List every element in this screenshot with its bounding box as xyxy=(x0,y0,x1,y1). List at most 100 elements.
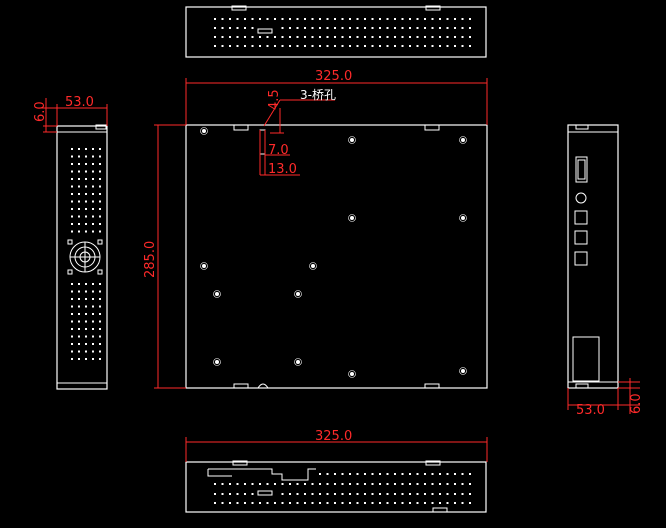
top-panel-tab xyxy=(231,5,247,11)
dimension-lines xyxy=(38,78,640,462)
vent-hole xyxy=(229,502,231,504)
vent-hole xyxy=(289,45,291,47)
vent-hole xyxy=(296,27,299,29)
mounting-hole-ring xyxy=(200,127,208,135)
vent-hole xyxy=(461,45,464,47)
vent-hole xyxy=(439,493,441,495)
main-outline xyxy=(185,124,488,389)
vent-hole xyxy=(409,502,411,504)
bridge-hole-callout: 3-桥孔 xyxy=(300,88,336,102)
vent-hole xyxy=(334,483,336,485)
vent-hole xyxy=(341,27,344,29)
vent-hole xyxy=(85,200,87,203)
vent-hole xyxy=(296,45,299,47)
vent-hole xyxy=(341,45,344,47)
vent-hole xyxy=(244,483,246,485)
vent-hole xyxy=(461,483,464,485)
vent-hole xyxy=(304,483,306,485)
vent-hole xyxy=(236,36,239,38)
vent-hole xyxy=(78,200,80,203)
vent-hole xyxy=(214,493,216,495)
vent-hole xyxy=(92,290,94,293)
vent-hole xyxy=(78,313,80,315)
vent-hole xyxy=(326,45,329,47)
vent-hole xyxy=(356,502,359,504)
left-side-vent-holes xyxy=(71,148,101,360)
vent-hole xyxy=(394,45,396,47)
vent-hole xyxy=(356,45,359,47)
vent-hole xyxy=(461,18,464,20)
vent-hole xyxy=(326,483,329,485)
vent-hole xyxy=(349,27,351,29)
vent-hole xyxy=(85,320,87,323)
vent-hole xyxy=(78,350,80,353)
vent-hole xyxy=(229,18,231,20)
vent-hole xyxy=(386,18,389,20)
vent-hole xyxy=(99,230,101,233)
vent-hole xyxy=(244,502,246,504)
vent-hole xyxy=(274,502,276,504)
vent-hole xyxy=(386,483,389,485)
vent-hole xyxy=(92,170,94,173)
vent-hole xyxy=(431,502,434,504)
vent-hole xyxy=(92,148,94,150)
vent-hole xyxy=(92,230,94,233)
vent-hole xyxy=(78,193,80,195)
vent-hole xyxy=(92,283,94,285)
vent-hole xyxy=(281,27,284,29)
vent-hole xyxy=(99,193,101,195)
vent-hole xyxy=(99,328,101,330)
vent-hole xyxy=(394,483,396,485)
vent-hole xyxy=(281,36,284,38)
vent-hole xyxy=(431,27,434,29)
vent-hole xyxy=(251,36,254,38)
vent-hole xyxy=(92,313,94,315)
vent-hole xyxy=(446,36,449,38)
vent-hole xyxy=(334,502,336,504)
vent-hole xyxy=(214,27,216,29)
vent-hole xyxy=(259,45,261,47)
vent-hole xyxy=(274,483,276,485)
vent-hole xyxy=(446,483,449,485)
mounting-hole xyxy=(215,360,219,364)
fan-corner xyxy=(97,239,103,245)
vent-hole xyxy=(214,483,216,485)
vent-hole xyxy=(439,483,441,485)
vent-hole xyxy=(424,27,426,29)
vent-hole xyxy=(379,36,381,38)
vent-hole xyxy=(221,502,224,504)
mounting-hole xyxy=(311,264,315,268)
vent-hole xyxy=(244,18,246,20)
vent-hole xyxy=(446,493,449,495)
top-panel-slot xyxy=(257,28,273,34)
mounting-hole-ring xyxy=(309,262,317,270)
vent-hole xyxy=(371,473,374,475)
vent-hole xyxy=(229,27,231,29)
dim-text-bridge-4-5: 4.5 xyxy=(267,89,282,110)
vent-hole xyxy=(401,493,404,495)
usb-port xyxy=(574,251,588,266)
vent-hole xyxy=(401,502,404,504)
vent-hole xyxy=(439,45,441,47)
vent-hole xyxy=(78,155,80,158)
vent-hole xyxy=(401,27,404,29)
vent-hole xyxy=(431,493,434,495)
vent-hole xyxy=(78,343,80,345)
vent-hole xyxy=(85,358,87,360)
vent-hole xyxy=(469,473,471,475)
vent-hole xyxy=(85,290,87,293)
vent-hole xyxy=(439,18,441,20)
vent-hole xyxy=(364,36,366,38)
vent-hole xyxy=(469,45,471,47)
vent-hole xyxy=(78,185,80,188)
vent-hole xyxy=(446,18,449,20)
mounting-hole-ring xyxy=(459,136,467,144)
bottom-panel-tab xyxy=(232,460,248,466)
vent-hole xyxy=(341,18,344,20)
mounting-hole xyxy=(350,216,354,220)
vent-hole xyxy=(214,502,216,504)
vent-hole xyxy=(71,305,73,308)
usb-port xyxy=(574,230,588,245)
vent-hole xyxy=(266,36,269,38)
vent-hole xyxy=(99,298,101,300)
